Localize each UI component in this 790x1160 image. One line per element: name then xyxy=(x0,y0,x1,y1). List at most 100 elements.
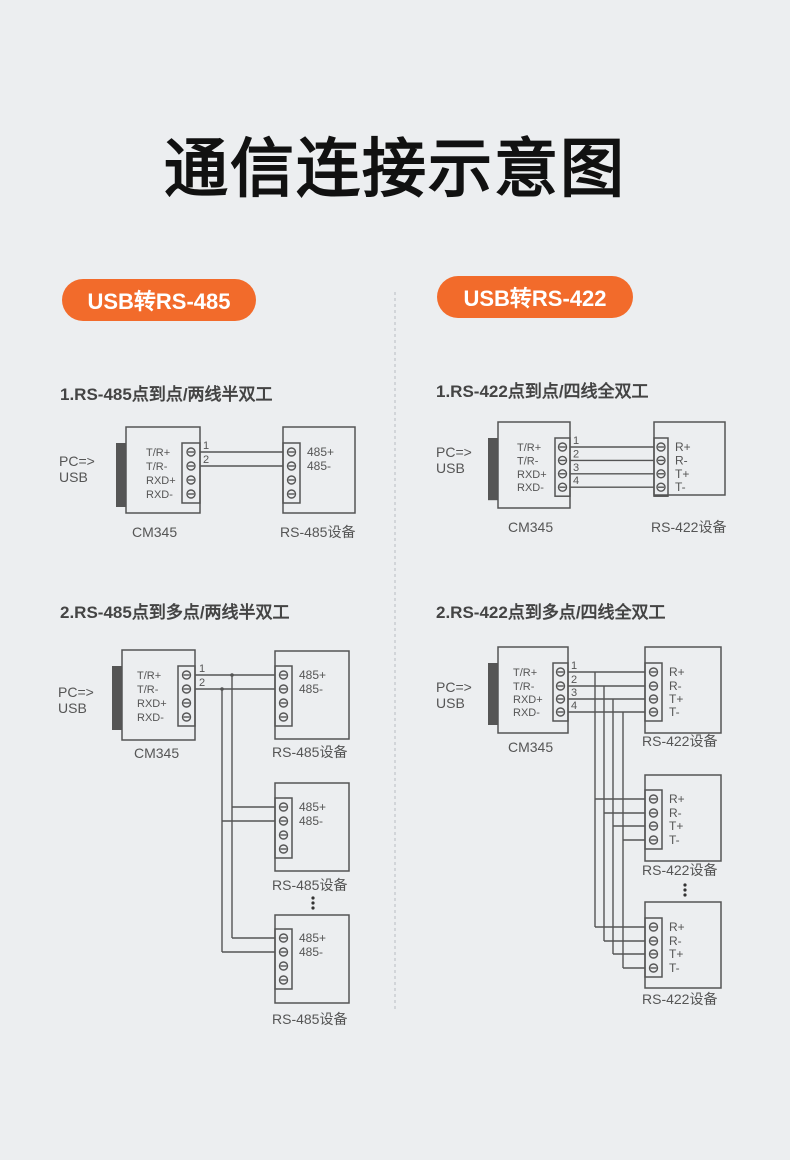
usb-label: USB xyxy=(59,469,88,485)
screw-terminal-icon xyxy=(648,922,659,932)
wire-number: 4 xyxy=(571,700,577,712)
screw-terminal-icon xyxy=(656,442,666,452)
device-box xyxy=(644,774,722,862)
pc-label: PC=> xyxy=(58,684,94,700)
device-pin-label: T- xyxy=(669,833,680,847)
device-pin-label: R- xyxy=(669,806,682,820)
wire-number: 3 xyxy=(573,462,579,474)
screw-terminal-icon xyxy=(278,844,289,854)
device-pin-label: T- xyxy=(669,705,680,719)
pc-label: PC=> xyxy=(436,444,472,460)
terminal-strip xyxy=(282,442,301,504)
screw-terminal-icon xyxy=(186,461,196,471)
screw-terminal-icon xyxy=(555,667,566,677)
page-title: 通信连接示意图 xyxy=(164,133,626,207)
screw-terminal-icon xyxy=(181,698,192,708)
wire-number: 3 xyxy=(571,687,577,699)
device-label: RS-422设备 xyxy=(642,991,717,1007)
wire-number: 2 xyxy=(573,448,579,460)
rs485-p2p-heading: 1.RS-485点到点/两线半双工 xyxy=(60,385,273,404)
screw-terminal-icon xyxy=(648,936,659,946)
device-pin-label: 485- xyxy=(307,459,331,473)
pin-label: T/R- xyxy=(137,684,159,696)
rs422-multi-heading: 2.RS-422点到多点/四线全双工 xyxy=(436,603,666,622)
device-label: RS-485设备 xyxy=(272,744,347,760)
terminal-strip xyxy=(177,665,196,727)
ellipsis-dot xyxy=(683,883,687,887)
device-pin-label: 485+ xyxy=(307,445,334,459)
usb-plug xyxy=(112,666,122,730)
screw-terminal-icon xyxy=(278,947,289,957)
usb-to-rs422-badge: USB转RS-422 xyxy=(437,276,633,318)
screw-terminal-icon xyxy=(186,475,196,485)
device-pin-label: T- xyxy=(669,961,680,975)
device-box xyxy=(644,901,722,989)
device-pin-label: R+ xyxy=(675,440,691,454)
wire-number: 2 xyxy=(199,677,205,689)
wire-number: 1 xyxy=(571,660,577,672)
device-pin-label: T+ xyxy=(669,819,683,833)
pin-label: T/R- xyxy=(146,461,168,473)
screw-terminal-icon xyxy=(278,933,289,943)
screw-terminal-icon xyxy=(648,667,659,677)
ellipsis-dot xyxy=(311,896,315,900)
terminal-strip xyxy=(644,789,663,850)
screw-terminal-icon xyxy=(557,469,568,479)
screw-terminal-icon xyxy=(278,830,289,840)
pin-label: T/R- xyxy=(517,455,539,467)
pin-label: T/R+ xyxy=(146,447,170,459)
pin-label: RXD+ xyxy=(517,469,547,481)
device-box xyxy=(644,646,722,734)
wire-number: 2 xyxy=(571,674,577,686)
device-box xyxy=(274,914,350,1004)
wire-number: 1 xyxy=(203,440,209,452)
usb-label: USB xyxy=(58,700,87,716)
converter-name: CM345 xyxy=(134,745,179,761)
device-pin-label: R- xyxy=(669,934,682,948)
screw-terminal-icon xyxy=(278,975,289,985)
screw-terminal-icon xyxy=(181,684,192,694)
pin-label: RXD+ xyxy=(137,698,167,710)
screw-terminal-icon xyxy=(555,707,566,717)
pin-label: RXD+ xyxy=(146,475,176,487)
screw-terminal-icon xyxy=(648,707,659,717)
terminal-strip xyxy=(554,437,571,497)
device-label: RS-422设备 xyxy=(651,519,726,535)
device-pin-label: T- xyxy=(675,480,686,494)
device-pin-label: 485- xyxy=(299,814,323,828)
screw-terminal-icon xyxy=(278,816,289,826)
usb-plug xyxy=(116,443,126,507)
screw-terminal-icon xyxy=(278,684,289,694)
device-pin-label: R- xyxy=(675,453,688,467)
screw-terminal-icon xyxy=(286,461,297,471)
device-pin-label: R+ xyxy=(669,920,685,934)
pin-label: RXD+ xyxy=(513,694,543,706)
junction-dot xyxy=(230,673,234,677)
pin-label: RXD- xyxy=(513,707,540,719)
screw-terminal-icon xyxy=(648,794,659,804)
wire-number: 1 xyxy=(573,435,579,447)
pin-label: RXD- xyxy=(146,489,173,501)
device-pin-label: T+ xyxy=(675,467,689,481)
ellipsis-dot xyxy=(683,893,687,897)
device-pin-label: R- xyxy=(669,679,682,693)
screw-terminal-icon xyxy=(656,469,666,479)
terminal-strip xyxy=(274,665,293,727)
device-pin-label: R+ xyxy=(669,665,685,679)
terminal-strip xyxy=(653,437,669,497)
rs485-multi-heading: 2.RS-485点到多点/两线半双工 xyxy=(60,603,290,622)
usb-plug xyxy=(488,663,498,725)
screw-terminal-icon xyxy=(648,694,659,704)
screw-terminal-icon xyxy=(286,447,297,457)
pc-label: PC=> xyxy=(59,453,95,469)
screw-terminal-icon xyxy=(181,712,192,722)
screw-terminal-icon xyxy=(648,681,659,691)
junction-dot xyxy=(220,687,224,691)
device-label: RS-485设备 xyxy=(272,877,347,893)
screw-terminal-icon xyxy=(648,808,659,818)
pin-label: RXD- xyxy=(517,482,544,494)
screw-terminal-icon xyxy=(648,963,659,973)
converter-name: CM345 xyxy=(508,519,553,535)
screw-terminal-icon xyxy=(557,442,568,452)
